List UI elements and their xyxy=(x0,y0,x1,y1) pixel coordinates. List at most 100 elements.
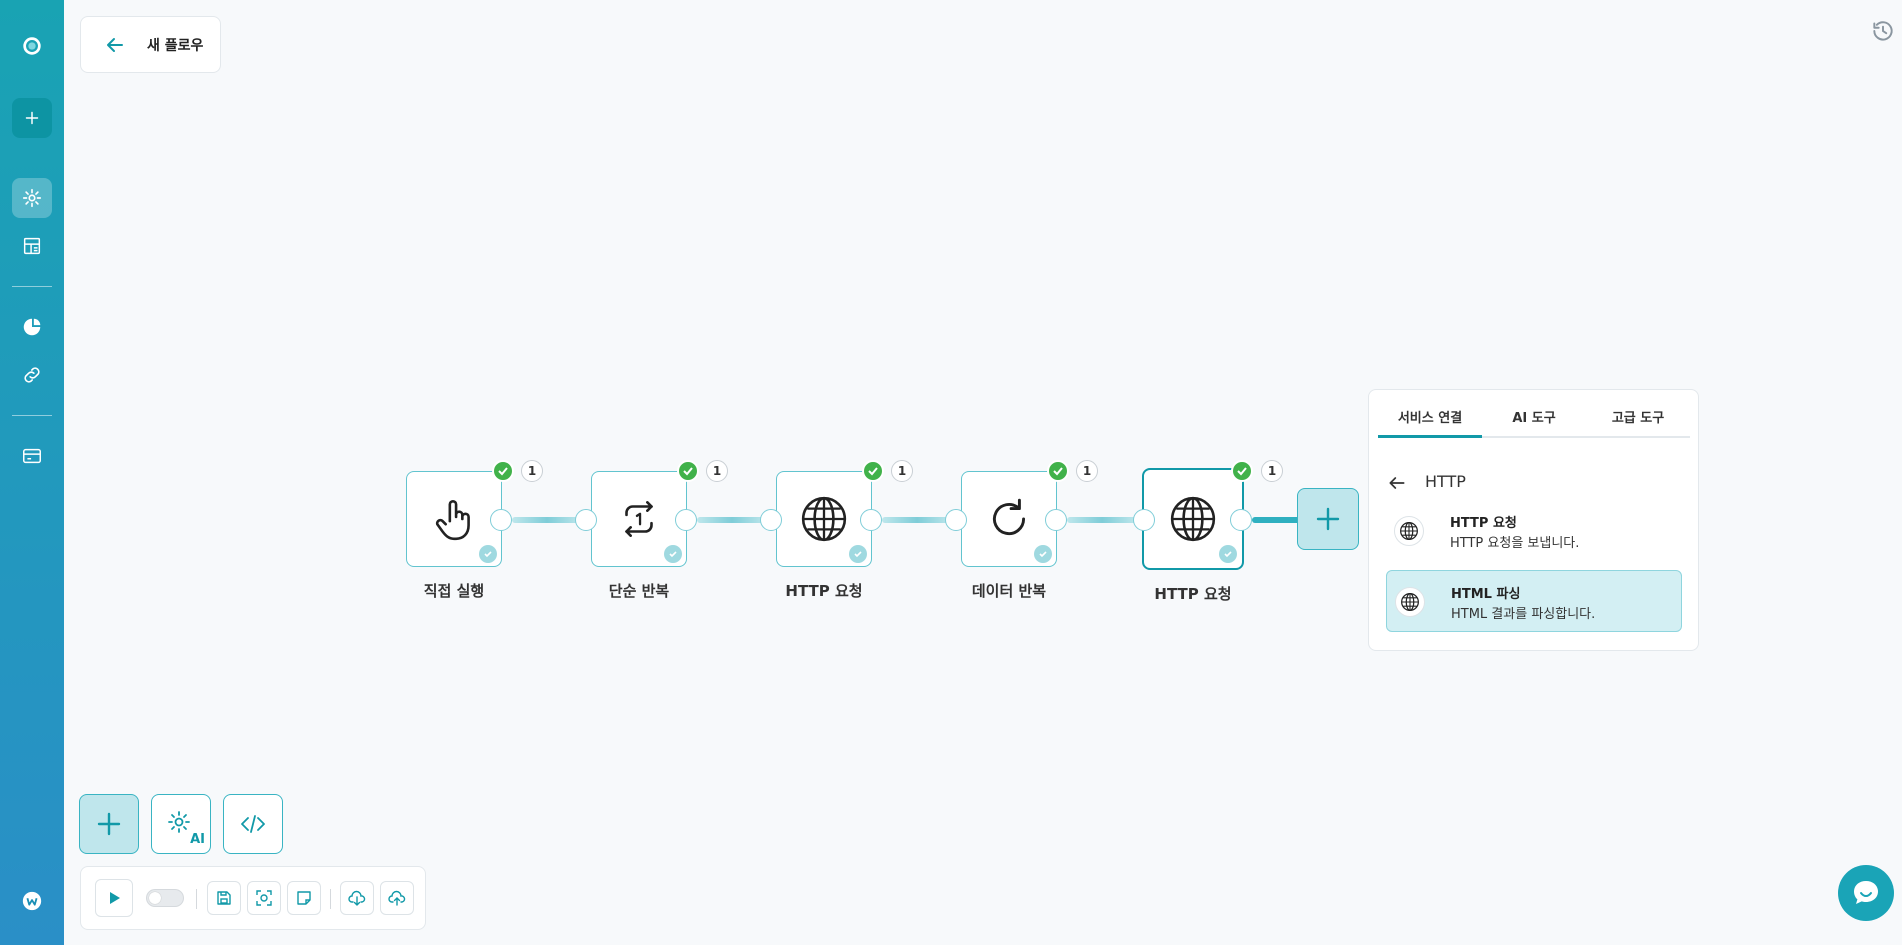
cloud-download-icon xyxy=(348,890,366,906)
pie-chart-icon xyxy=(23,318,41,336)
globe-icon xyxy=(1170,496,1216,542)
node-status-check-icon xyxy=(664,545,682,563)
save-icon xyxy=(217,891,231,905)
option-title: HTTP 요청 xyxy=(1450,516,1517,531)
execution-count-badge: 1 xyxy=(1076,460,1098,482)
save-button[interactable] xyxy=(207,881,241,915)
node-input-port[interactable] xyxy=(945,509,967,531)
upload-button[interactable] xyxy=(380,881,414,915)
credit-card-icon xyxy=(23,448,41,464)
sidebar-divider xyxy=(12,286,52,287)
execution-count-badge: 1 xyxy=(521,460,543,482)
option-description: HTML 결과를 파싱합니다. xyxy=(1451,607,1596,622)
play-icon xyxy=(110,892,120,904)
focus-icon xyxy=(256,890,272,906)
ai-gear-icon xyxy=(168,811,190,833)
toolbar-divider xyxy=(196,889,197,909)
sidebar-item-templates[interactable] xyxy=(12,226,52,266)
node-input-port[interactable] xyxy=(575,509,597,531)
execution-count-badge: 1 xyxy=(891,460,913,482)
success-check-icon xyxy=(1231,460,1253,482)
flow-connector xyxy=(697,517,767,523)
code-view-button[interactable] xyxy=(223,794,283,854)
tab-service-connection[interactable]: 서비스 연결 xyxy=(1378,408,1482,438)
sidebar-item-analytics[interactable] xyxy=(12,307,52,347)
tab-advanced-tools[interactable]: 고급 도구 xyxy=(1611,411,1665,426)
gear-icon xyxy=(22,188,42,208)
success-check-icon xyxy=(862,460,884,482)
node-input-port[interactable] xyxy=(760,509,782,531)
download-button[interactable] xyxy=(340,881,374,915)
history-icon[interactable] xyxy=(1870,18,1896,44)
sidebar-divider xyxy=(12,415,52,416)
node-picker-panel: 서비스 연결 AI 도구 고급 도구 HTTP HTTP 요청 HTTP 요청을… xyxy=(1368,389,1699,651)
execution-count-badge: 1 xyxy=(706,460,728,482)
sidebar-item-connections[interactable] xyxy=(12,355,52,395)
flow-title[interactable]: 새 플로우 xyxy=(147,37,204,54)
new-flow-button[interactable] xyxy=(12,98,52,138)
plus-icon xyxy=(97,812,121,836)
option-html-parsing[interactable]: HTML 파싱 HTML 결과를 파싱합니다. xyxy=(1386,570,1682,632)
node-label: 직접 실행 xyxy=(423,582,485,600)
node-label: HTTP 요청 xyxy=(1154,585,1232,603)
flow-connector xyxy=(512,517,582,523)
code-icon xyxy=(241,815,265,833)
option-http-request[interactable]: HTTP 요청 HTTP 요청을 보냅니다. xyxy=(1386,500,1682,562)
node-label: 단순 반복 xyxy=(608,582,670,600)
sidebar-item-automation[interactable] xyxy=(12,178,52,218)
node-label: 데이터 반복 xyxy=(971,582,1047,600)
add-node-button[interactable] xyxy=(1297,488,1359,550)
node-input-port[interactable] xyxy=(1133,509,1155,531)
back-arrow-icon[interactable] xyxy=(1387,473,1407,493)
globe-icon xyxy=(1394,516,1424,546)
panel-heading: HTTP xyxy=(1425,472,1466,491)
tab-ai-tools[interactable]: AI 도구 xyxy=(1512,411,1556,426)
toolbar-divider xyxy=(330,889,331,909)
success-check-icon xyxy=(1047,460,1069,482)
node-status-check-icon xyxy=(849,545,867,563)
account-avatar[interactable] xyxy=(12,881,52,921)
link-icon xyxy=(24,367,40,383)
sidebar xyxy=(0,0,64,945)
back-arrow-icon[interactable] xyxy=(103,33,127,57)
fit-view-button[interactable] xyxy=(247,881,281,915)
node-output-port[interactable] xyxy=(860,509,882,531)
chat-icon xyxy=(1854,881,1878,904)
auto-run-toggle[interactable] xyxy=(146,889,184,907)
node-output-port[interactable] xyxy=(1045,509,1067,531)
success-check-icon xyxy=(492,460,514,482)
node-status-check-icon xyxy=(1219,545,1237,563)
plus-icon xyxy=(1316,507,1340,531)
ai-settings-button[interactable]: AI xyxy=(151,794,211,854)
run-button[interactable] xyxy=(95,879,133,917)
hand-pointer-icon xyxy=(435,500,470,541)
flow-control-bar xyxy=(80,866,426,930)
logo-icon[interactable] xyxy=(12,26,52,66)
repeat-icon xyxy=(625,501,653,537)
refresh-icon xyxy=(993,498,1026,536)
sticky-note-icon xyxy=(297,891,311,905)
globe-icon xyxy=(1395,587,1425,617)
layout-icon xyxy=(23,237,41,255)
flow-connector xyxy=(1067,517,1137,523)
node-status-check-icon xyxy=(1034,545,1052,563)
sidebar-item-billing[interactable] xyxy=(12,436,52,476)
flow-title-card: 새 플로우 xyxy=(80,16,221,73)
flow-node-manual-trigger[interactable] xyxy=(406,471,502,567)
node-output-port[interactable] xyxy=(675,509,697,531)
node-output-port[interactable] xyxy=(490,509,512,531)
node-output-port[interactable] xyxy=(1230,509,1252,531)
cloud-upload-icon xyxy=(388,890,406,906)
success-check-icon xyxy=(677,460,699,482)
add-note-button[interactable] xyxy=(287,881,321,915)
node-status-check-icon xyxy=(479,545,497,563)
flow-connector xyxy=(882,517,952,523)
flow-connector xyxy=(1252,517,1300,523)
panel-tabs: 서비스 연결 AI 도구 고급 도구 xyxy=(1378,408,1690,438)
add-tool-button[interactable] xyxy=(79,794,139,854)
node-label: HTTP 요청 xyxy=(785,582,863,600)
chat-support-button[interactable] xyxy=(1838,865,1894,921)
execution-count-badge: 1 xyxy=(1261,460,1283,482)
option-description: HTTP 요청을 보냅니다. xyxy=(1450,536,1580,551)
ai-label: AI xyxy=(190,832,205,847)
